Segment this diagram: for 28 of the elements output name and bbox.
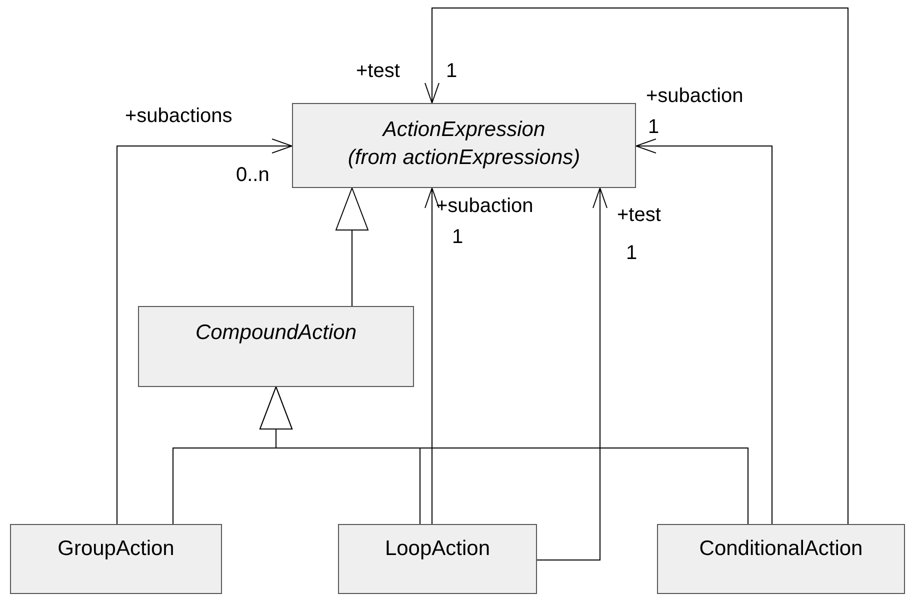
class-name: GroupAction <box>58 536 174 562</box>
class-name: ConditionalAction <box>699 536 863 562</box>
package-note: (from actionExpressions) <box>348 145 580 171</box>
multiplicity-label: 1 <box>626 242 638 264</box>
class-box <box>292 103 636 188</box>
multiplicity-label: 1 <box>648 116 660 138</box>
class-box <box>657 524 905 594</box>
class-box <box>138 306 414 387</box>
role-label: +subaction <box>436 195 534 217</box>
role-label: +subaction <box>646 85 744 107</box>
association-arrow <box>424 188 440 524</box>
association-arrow <box>116 138 292 524</box>
multiplicity-label: 1 <box>446 60 458 82</box>
role-label: +test <box>617 204 661 226</box>
generalization-arrow <box>260 386 748 524</box>
association-arrow <box>536 188 608 560</box>
role-label: +subactions <box>125 105 232 127</box>
association-arrow <box>424 8 848 524</box>
association-arrow <box>636 138 772 524</box>
class-name: ActionExpression <box>382 117 546 143</box>
class-name: LoopAction <box>384 536 490 562</box>
multiplicity-label: 0..n <box>236 164 270 186</box>
generalization-arrow <box>336 188 368 306</box>
role-label: +test <box>356 60 400 82</box>
multiplicity-label: 1 <box>452 226 464 248</box>
class-box <box>10 524 222 594</box>
class-name: CompoundAction <box>195 320 357 346</box>
class-box <box>338 524 537 594</box>
